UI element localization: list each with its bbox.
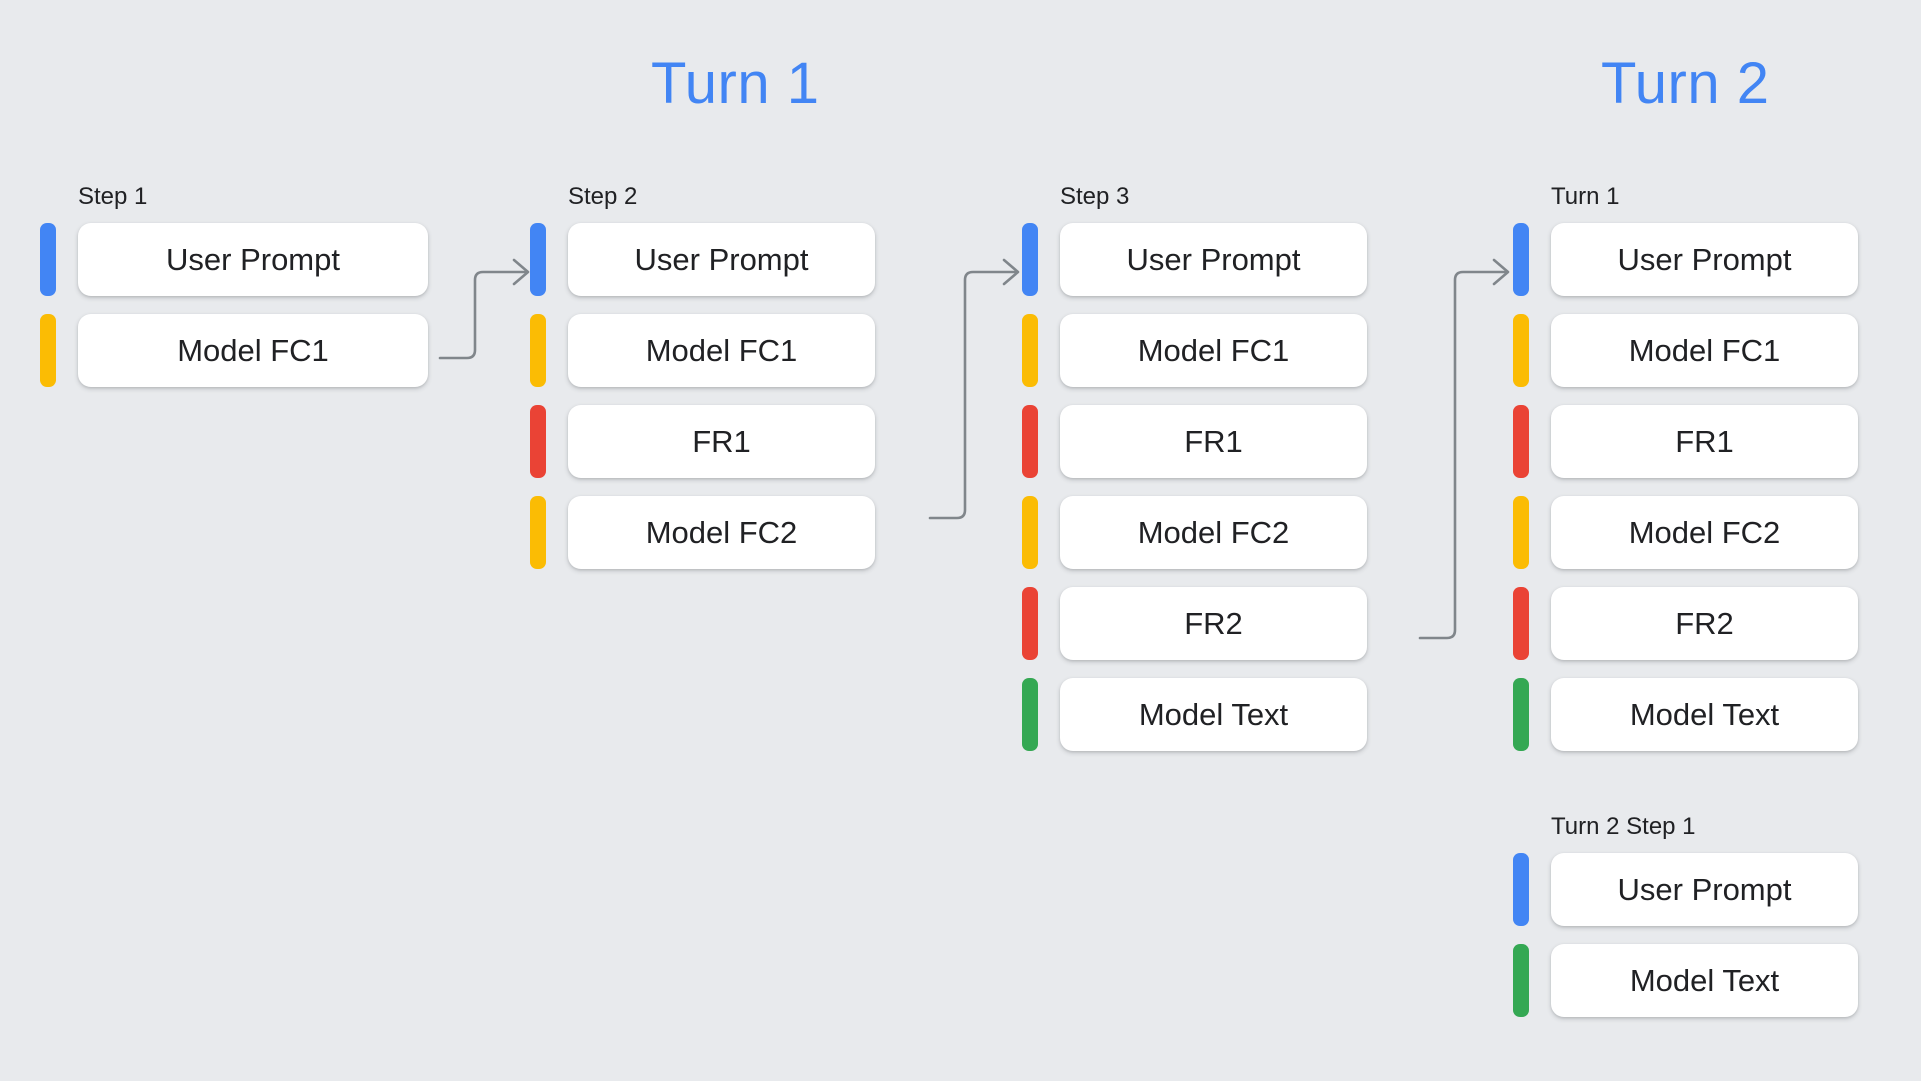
message-card[interactable]: Model FC1 — [78, 314, 428, 387]
message-row[interactable]: Model FC1 — [40, 314, 428, 387]
message-type-bar-yellow — [1513, 496, 1529, 569]
message-card-label: Model FC2 — [1137, 515, 1290, 550]
message-card-label: FR2 — [1184, 606, 1243, 641]
message-row[interactable]: User Prompt — [1022, 223, 1367, 296]
message-card-label: User Prompt — [166, 242, 340, 277]
message-type-bar-green — [1513, 678, 1529, 751]
message-card-label: Model FC1 — [645, 333, 798, 368]
message-row[interactable]: FR1 — [1513, 405, 1858, 478]
message-type-bar-red — [1022, 587, 1038, 660]
message-card-label: FR1 — [692, 424, 751, 459]
message-card-label: Model FC1 — [177, 333, 329, 368]
message-row[interactable]: Model FC1 — [1022, 314, 1367, 387]
group-label-turn-2-step-1: Turn 2 Step 1 — [1551, 813, 1696, 840]
message-row[interactable]: Model Text — [1513, 678, 1858, 751]
message-card-label: Model Text — [1138, 697, 1289, 732]
message-row[interactable]: Model Text — [1513, 944, 1858, 1017]
message-card[interactable]: FR2 — [1551, 587, 1858, 660]
message-card[interactable]: User Prompt — [1551, 223, 1858, 296]
message-type-bar-yellow — [40, 314, 56, 387]
message-card[interactable]: FR1 — [568, 405, 875, 478]
message-card[interactable]: Model Text — [1551, 678, 1858, 751]
message-card-label: FR2 — [1675, 606, 1734, 641]
section-title-turn-1: Turn 1 — [651, 51, 820, 116]
message-card[interactable]: Model Text — [1551, 944, 1858, 1017]
message-type-bar-yellow — [530, 314, 546, 387]
group-label-step-3: Step 3 — [1060, 183, 1130, 210]
message-card[interactable]: Model FC2 — [1551, 496, 1858, 569]
message-row[interactable]: User Prompt — [40, 223, 428, 296]
message-card-label: Model FC2 — [1628, 515, 1781, 550]
message-type-bar-blue — [1513, 853, 1529, 926]
message-type-bar-blue — [40, 223, 56, 296]
message-type-bar-blue — [1022, 223, 1038, 296]
message-card[interactable]: Model FC1 — [1060, 314, 1367, 387]
message-row[interactable]: Model Text — [1022, 678, 1367, 751]
message-type-bar-blue — [1513, 223, 1529, 296]
message-type-bar-blue — [530, 223, 546, 296]
message-card[interactable]: User Prompt — [78, 223, 428, 296]
message-card-label: User Prompt — [1617, 242, 1792, 277]
message-card-label: User Prompt — [634, 242, 809, 277]
message-card[interactable]: Model FC2 — [1060, 496, 1367, 569]
message-type-bar-red — [1022, 405, 1038, 478]
message-row[interactable]: Model FC2 — [1022, 496, 1367, 569]
message-card-label: Model FC1 — [1137, 333, 1290, 368]
message-card[interactable]: FR1 — [1060, 405, 1367, 478]
message-card-label: FR1 — [1675, 424, 1734, 459]
message-row[interactable]: Model FC1 — [1513, 314, 1858, 387]
message-card[interactable]: User Prompt — [1551, 853, 1858, 926]
section-title-turn-2: Turn 2 — [1601, 51, 1770, 116]
message-type-bar-yellow — [530, 496, 546, 569]
message-type-bar-yellow — [1513, 314, 1529, 387]
group-label-step-1: Step 1 — [78, 183, 148, 210]
message-card-label: Model FC2 — [645, 515, 798, 550]
message-row[interactable]: FR1 — [530, 405, 875, 478]
message-type-bar-green — [1022, 678, 1038, 751]
message-row[interactable]: FR2 — [1022, 587, 1367, 660]
message-card-label: User Prompt — [1126, 242, 1301, 277]
message-card-label: Model Text — [1629, 963, 1780, 998]
message-row[interactable]: User Prompt — [1513, 853, 1858, 926]
message-card[interactable]: Model FC2 — [568, 496, 875, 569]
message-card[interactable]: FR1 — [1551, 405, 1858, 478]
message-card-label: FR1 — [1184, 424, 1243, 459]
group-label-turn-1: Turn 1 — [1551, 183, 1620, 210]
message-card[interactable]: User Prompt — [1060, 223, 1367, 296]
message-card[interactable]: User Prompt — [568, 223, 875, 296]
message-type-bar-red — [530, 405, 546, 478]
message-type-bar-yellow — [1022, 496, 1038, 569]
message-row[interactable]: User Prompt — [530, 223, 875, 296]
message-card-label: User Prompt — [1617, 872, 1792, 907]
message-card-label: Model FC1 — [1628, 333, 1781, 368]
message-card[interactable]: Model FC1 — [568, 314, 875, 387]
message-row[interactable]: FR2 — [1513, 587, 1858, 660]
message-type-bar-red — [1513, 405, 1529, 478]
message-card[interactable]: Model Text — [1060, 678, 1367, 751]
group-label-step-2: Step 2 — [568, 183, 638, 210]
message-row[interactable]: Model FC2 — [1513, 496, 1858, 569]
message-card-label: Model Text — [1629, 697, 1780, 732]
message-type-bar-red — [1513, 587, 1529, 660]
message-row[interactable]: Model FC1 — [530, 314, 875, 387]
message-row[interactable]: User Prompt — [1513, 223, 1858, 296]
message-type-bar-green — [1513, 944, 1529, 1017]
message-row[interactable]: FR1 — [1022, 405, 1367, 478]
message-card[interactable]: Model FC1 — [1551, 314, 1858, 387]
message-row[interactable]: Model FC2 — [530, 496, 875, 569]
message-type-bar-yellow — [1022, 314, 1038, 387]
message-card[interactable]: FR2 — [1060, 587, 1367, 660]
